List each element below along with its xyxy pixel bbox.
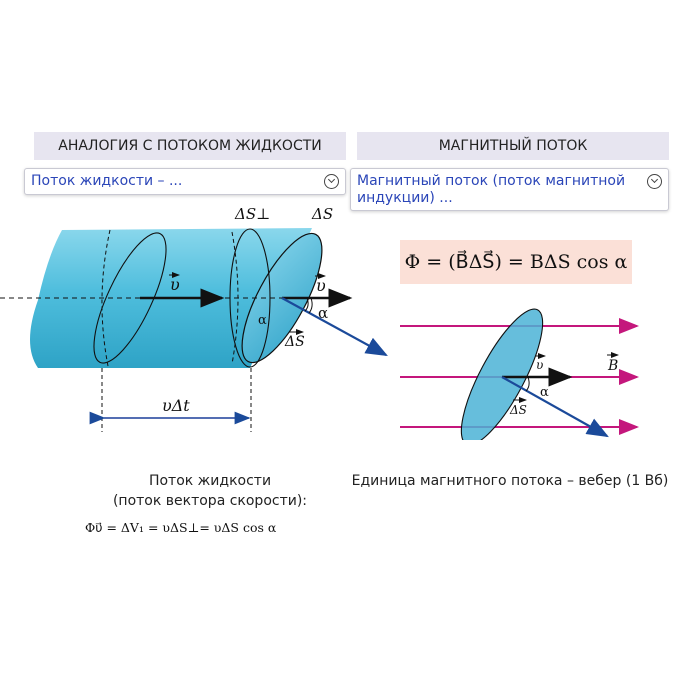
magnetic-flux-caption: Единица магнитного потока – вебер (1 Вб) <box>351 473 669 489</box>
fluid-flow-caption: Поток жидкости (поток вектора скорости): <box>70 471 350 511</box>
normal-vector-arrow <box>281 297 388 357</box>
label-b: B <box>607 358 618 374</box>
fluid-caption-line2: (поток вектора скорости): <box>112 493 308 509</box>
tab-magnetic-flux[interactable]: МАГНИТНЫЙ ПОТОК <box>357 132 669 160</box>
label-alpha-inner: α <box>258 313 267 328</box>
fluid-flow-dropdown-value: Поток жидкости – ... <box>31 173 183 189</box>
label-ds-perp: ΔS⊥ <box>234 205 270 223</box>
magnetic-flux-formula: Φ = (B⃗ΔS⃗) = BΔS cos α <box>400 240 632 284</box>
label-v-right: υ <box>536 358 543 372</box>
label-v-outer: υ <box>316 276 326 295</box>
fluid-flow-diagram: υ υ α α ΔS ΔS⊥ ΔS υΔt υ B α ΔS <box>0 205 639 440</box>
label-alpha: α <box>318 304 328 322</box>
inner-slanted-section <box>93 232 167 364</box>
label-vdt: υΔt <box>162 396 190 415</box>
magnetic-flux-dropdown[interactable]: Магнитный поток (поток магнитной индукци… <box>350 168 669 211</box>
magnetic-flux-dropdown-value: Магнитный поток (поток магнитной индукци… <box>357 173 626 206</box>
fluid-caption-line1: Поток жидкости <box>148 473 272 489</box>
fluid-flux-formula: Φυ⃗ = ΔV₁ = υΔS⊥= υΔS cos α <box>85 520 277 535</box>
chevron-down-icon[interactable] <box>647 174 662 189</box>
tab-fluid-analogy[interactable]: АНАЛОГИЯ С ПОТОКОМ ЖИДКОСТИ <box>34 132 346 160</box>
label-ds-vector: ΔS <box>284 334 305 350</box>
fluid-flow-dropdown[interactable]: Поток жидкости – ... <box>24 168 346 195</box>
magnetic-flux-diagram: υ B α ΔS <box>400 308 639 440</box>
label-v-inner: υ <box>170 275 180 294</box>
normal-vector-right <box>501 376 609 438</box>
chevron-down-icon[interactable] <box>324 174 339 189</box>
label-ds-right: ΔS <box>509 403 527 417</box>
label-alpha-right: α <box>540 385 549 400</box>
label-ds: ΔS <box>311 205 333 223</box>
